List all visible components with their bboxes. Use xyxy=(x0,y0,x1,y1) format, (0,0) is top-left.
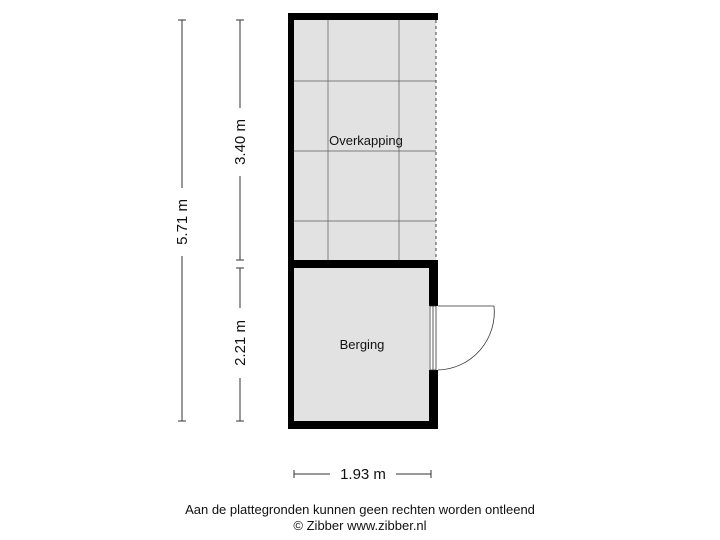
wall-top xyxy=(288,13,438,20)
dimension-total-height xyxy=(178,19,186,422)
overkapping-floor xyxy=(293,19,436,260)
berging-floor xyxy=(294,268,429,421)
door xyxy=(429,305,495,371)
wall-left xyxy=(288,13,294,429)
disclaimer-text: Aan de plattegronden kunnen geen rechten… xyxy=(185,502,535,517)
dimension-upper-height xyxy=(236,19,244,261)
wall-right-lower xyxy=(429,370,438,429)
dimension-width xyxy=(293,470,432,478)
dimension-lower-height-label: 2.21 m xyxy=(232,320,249,366)
dimension-upper-height-label: 3.40 m xyxy=(232,119,249,165)
tile-grid xyxy=(293,19,436,260)
wall-right-upper xyxy=(429,260,438,306)
copyright-text: © Zibber www.zibber.nl xyxy=(293,518,427,533)
room-label-berging: Berging xyxy=(340,337,385,352)
floor-plan: 5.71 m 3.40 m 2.21 m 1.93 m Overkapping … xyxy=(174,13,495,483)
room-label-overkapping: Overkapping xyxy=(329,133,403,148)
dimension-width-label: 1.93 m xyxy=(340,466,386,483)
walls xyxy=(288,13,438,429)
wall-divider xyxy=(288,260,438,268)
wall-bottom xyxy=(288,421,438,429)
dimension-lower-height xyxy=(236,267,244,422)
dimension-total-height-label: 5.71 m xyxy=(174,199,191,245)
